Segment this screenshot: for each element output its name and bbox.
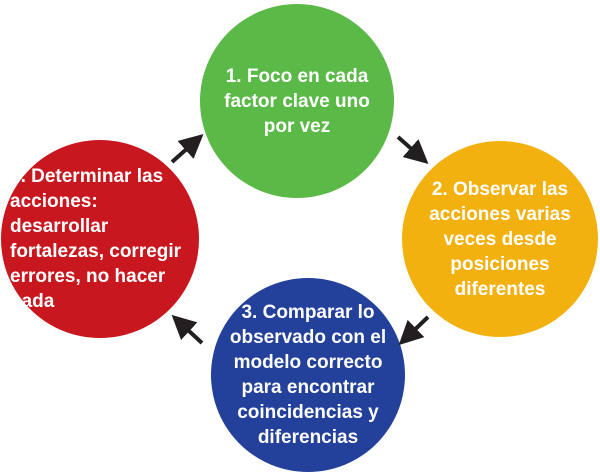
step-3-label: 3. Comparar lo observado con el modelo c… bbox=[229, 302, 387, 448]
arrow-4-to-1 bbox=[170, 134, 204, 164]
step-1-circle: 1. Foco en cada factor clave uno por vez bbox=[200, 4, 394, 198]
arrow-1-to-2 bbox=[396, 135, 429, 164]
step-2-label: 2. Observar las acciones varias veces de… bbox=[429, 178, 571, 300]
step-4-label: 4. Determinar las acciones: desarrollar … bbox=[10, 166, 182, 312]
step-3-circle: 3. Comparar lo observado con el modelo c… bbox=[211, 278, 405, 472]
step-2-circle: 2. Observar las acciones varias veces de… bbox=[402, 141, 598, 337]
arrow-2-to-3 bbox=[398, 315, 430, 346]
arrow-3-to-4 bbox=[171, 314, 204, 345]
step-1-label: 1. Foco en cada factor clave uno por vez bbox=[224, 65, 370, 137]
step-4-circle: 4. Determinar las acciones: desarrollar … bbox=[1, 140, 199, 338]
